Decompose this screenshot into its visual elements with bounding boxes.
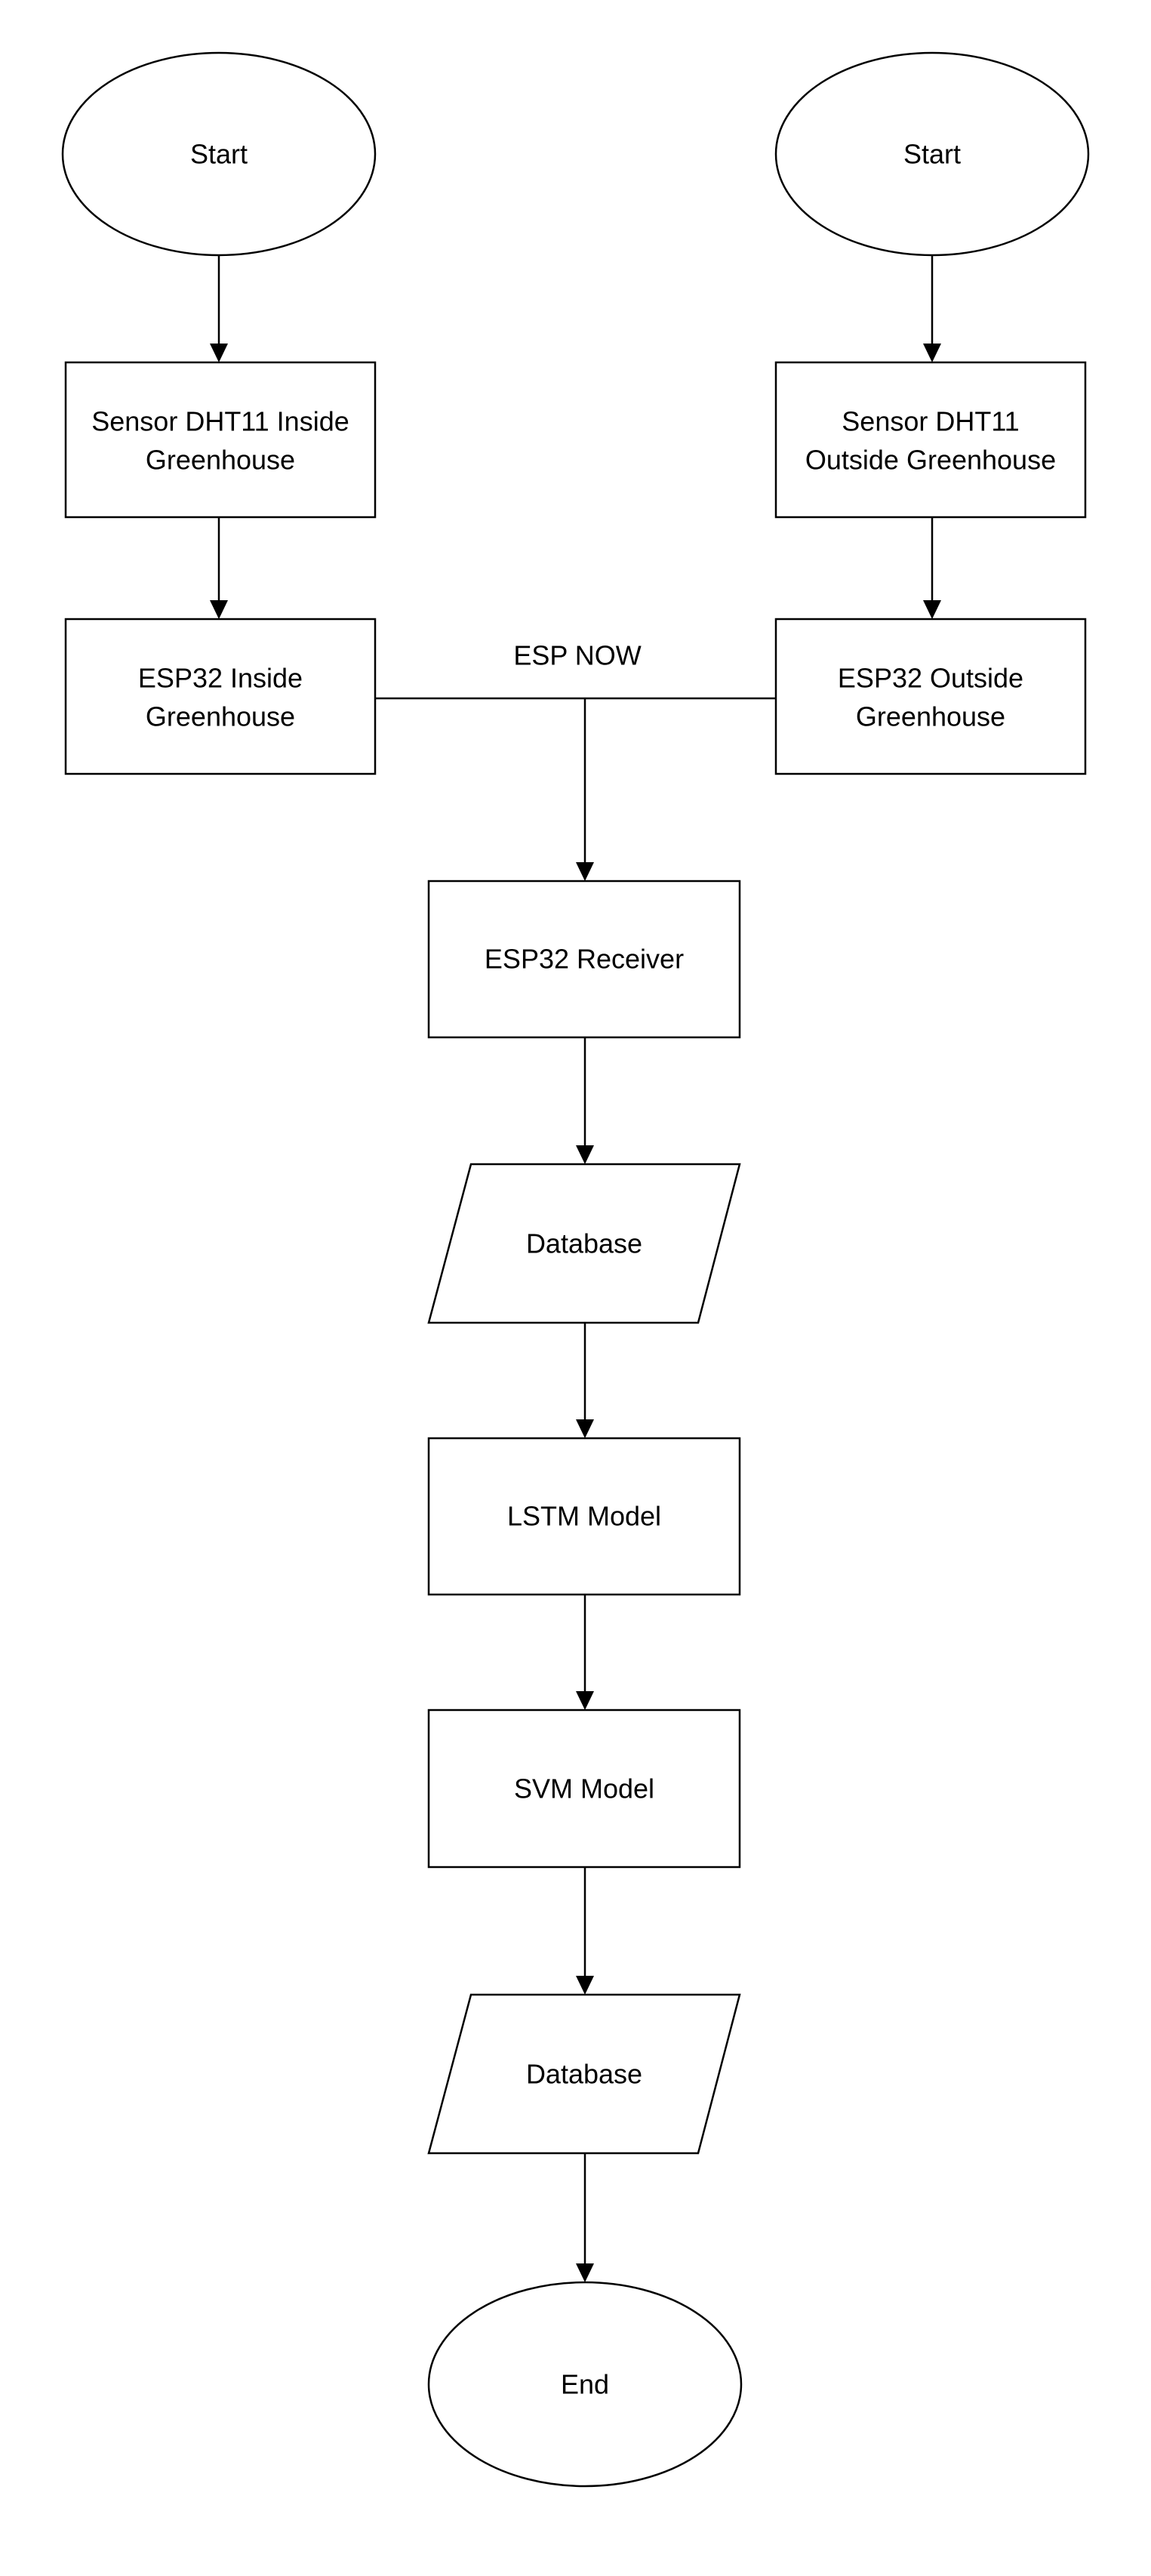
database-2-node: Database: [427, 1993, 741, 2155]
arrow-start-right-to-sensor-outside: [923, 255, 941, 362]
start-right-label: Start: [903, 139, 961, 170]
lstm-model-label: LSTM Model: [507, 1501, 661, 1532]
database-1-node: Database: [427, 1163, 741, 1324]
sensor-inside-label-line1: Sensor DHT11 Inside: [91, 406, 349, 437]
start-left-label: Start: [190, 139, 248, 170]
sensor-inside-label-line2: Greenhouse: [146, 445, 295, 476]
database-2-label: Database: [526, 2059, 642, 2090]
svm-model-label: SVM Model: [514, 1773, 654, 1804]
esp32-receiver-label: ESP32 Receiver: [485, 944, 684, 975]
esp32-outside-node: ESP32 Outside Greenhouse: [774, 618, 1087, 775]
end-label: End: [561, 2369, 609, 2400]
arrow-database-2-to-end: [576, 2153, 594, 2282]
esp32-receiver-node: ESP32 Receiver: [427, 880, 741, 1039]
esp32-outside-label-line2: Greenhouse: [856, 701, 1005, 732]
arrow-start-left-to-sensor-inside: [210, 255, 228, 362]
arrow-sensor-inside-to-esp32-inside: [210, 517, 228, 619]
arrow-svm-to-database-2: [576, 1867, 594, 1995]
arrow-receiver-to-database-1: [576, 1037, 594, 1164]
database-1-label: Database: [526, 1228, 642, 1259]
esp32-inside-label-line1: ESP32 Inside: [138, 663, 303, 694]
sensor-dht11-inside-node: Sensor DHT11 Inside Greenhouse: [64, 361, 377, 519]
esp32-outside-label-line1: ESP32 Outside: [838, 663, 1023, 694]
arrow-esp-now-to-receiver: [576, 698, 594, 881]
start-node-left: Start: [61, 51, 377, 257]
lstm-model-node: LSTM Model: [427, 1437, 741, 1596]
sensor-outside-label-line2: Outside Greenhouse: [805, 445, 1056, 476]
esp32-inside-node: ESP32 Inside Greenhouse: [64, 618, 377, 775]
sensor-dht11-outside-node: Sensor DHT11 Outside Greenhouse: [774, 361, 1087, 519]
arrow-database-1-to-lstm: [576, 1323, 594, 1438]
sensor-outside-label-line1: Sensor DHT11: [842, 406, 1019, 437]
start-node-right: Start: [774, 51, 1090, 257]
esp32-inside-label-line2: Greenhouse: [146, 701, 295, 732]
svm-model-node: SVM Model: [427, 1709, 741, 1869]
arrow-sensor-outside-to-esp32-outside: [923, 517, 941, 619]
arrow-lstm-to-svm: [576, 1595, 594, 1710]
esp-now-label: ESP NOW: [513, 640, 641, 671]
end-node: End: [427, 2281, 743, 2488]
